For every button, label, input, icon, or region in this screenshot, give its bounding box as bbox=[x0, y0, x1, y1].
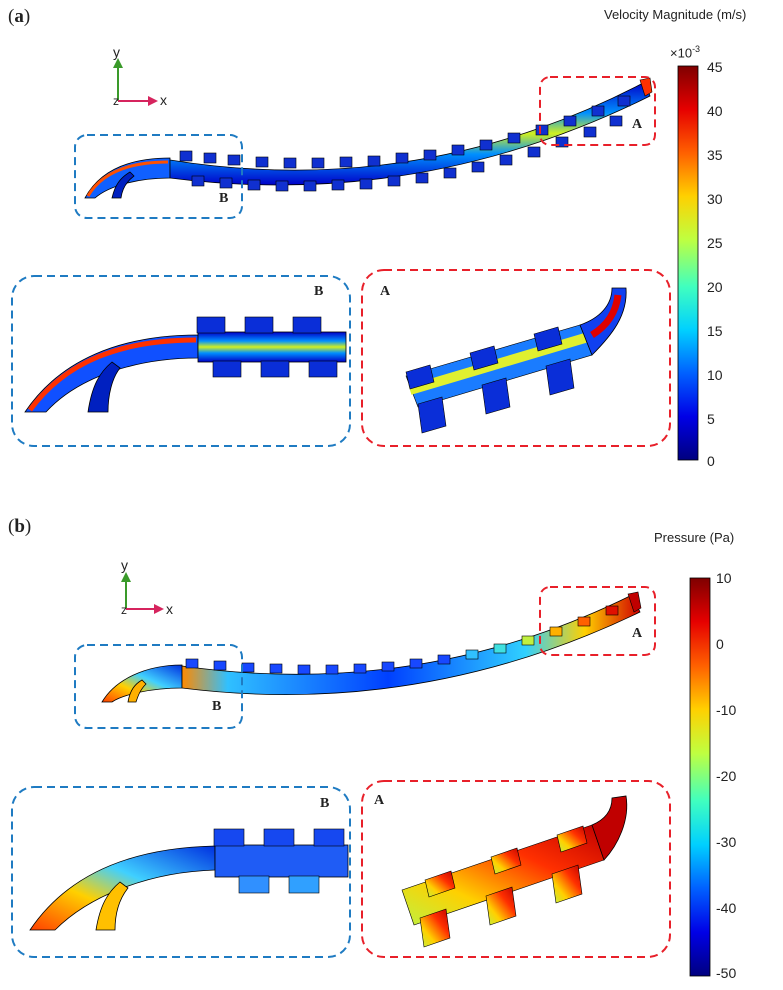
tick-label: 0 bbox=[716, 636, 724, 652]
tick-label: -50 bbox=[716, 965, 737, 981]
colorbar-pressure bbox=[689, 577, 711, 977]
colorbar-velocity bbox=[677, 65, 699, 461]
zoom-a-pressure bbox=[401, 795, 628, 948]
panel-label-b: (b) bbox=[8, 516, 32, 537]
box-b-label: B bbox=[212, 699, 222, 714]
colorbar-title-velocity: Velocity Magnitude (m/s) bbox=[604, 7, 747, 22]
zoom-box-b-overview bbox=[74, 134, 243, 219]
zoom-a-label: A bbox=[380, 284, 391, 299]
axis-triad-b bbox=[121, 572, 164, 614]
box-a-label: A bbox=[632, 626, 643, 641]
box-b-label: B bbox=[219, 191, 229, 206]
tick-label: 20 bbox=[707, 279, 723, 295]
channel-pressure-overview bbox=[101, 591, 642, 703]
tick-label: 45 bbox=[707, 59, 723, 75]
tick-label: 15 bbox=[707, 323, 723, 339]
z-axis-label: z bbox=[113, 94, 119, 108]
zoom-b-pressure bbox=[29, 828, 349, 931]
zoom-panel-a bbox=[361, 780, 671, 958]
zoom-a-label: A bbox=[374, 793, 385, 808]
channel-velocity-overview bbox=[84, 77, 653, 199]
y-axis-label: y bbox=[121, 557, 128, 573]
zoom-panel-a bbox=[361, 269, 671, 447]
tick-label: 10 bbox=[707, 367, 723, 383]
tick-label: 40 bbox=[707, 103, 723, 119]
tick-label: -10 bbox=[716, 702, 737, 718]
x-axis-label: x bbox=[160, 92, 167, 108]
zoom-b-label: B bbox=[314, 284, 324, 299]
colorbar-multiplier: ×10-3 bbox=[670, 44, 701, 61]
tick-label: -30 bbox=[716, 834, 737, 850]
zoom-panel-b bbox=[11, 275, 351, 447]
tick-label: 35 bbox=[707, 147, 723, 163]
zoom-box-b-overview bbox=[74, 644, 243, 729]
tick-label: 30 bbox=[707, 191, 723, 207]
zoom-box-a-overview bbox=[539, 586, 656, 656]
colorbar-title-pressure: Pressure (Pa) bbox=[654, 530, 735, 545]
box-a-label: A bbox=[632, 117, 643, 132]
panel-label-a: (a) bbox=[8, 6, 31, 27]
axis-triad-a bbox=[113, 58, 158, 106]
zoom-box-a-overview bbox=[539, 76, 656, 146]
zoom-b-velocity bbox=[24, 316, 347, 413]
tick-label: 10 bbox=[716, 570, 732, 586]
zoom-a-velocity bbox=[405, 287, 627, 434]
x-axis-label: x bbox=[166, 601, 173, 617]
tick-label: -20 bbox=[716, 768, 737, 784]
tick-label: 0 bbox=[707, 453, 715, 469]
y-axis-label: y bbox=[113, 44, 120, 60]
zoom-b-label: B bbox=[320, 796, 330, 811]
tick-label: 5 bbox=[707, 411, 715, 427]
z-axis-label: z bbox=[121, 603, 127, 617]
zoom-panel-b bbox=[11, 786, 351, 958]
tick-label: 25 bbox=[707, 235, 723, 251]
tick-label: -40 bbox=[716, 900, 737, 916]
